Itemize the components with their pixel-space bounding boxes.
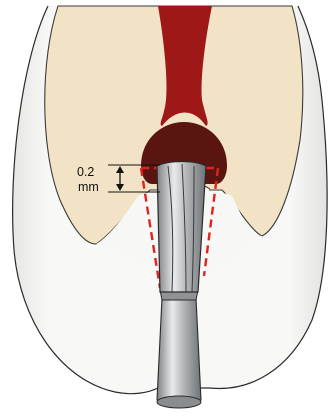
measurement-value: 0.2 <box>77 165 94 179</box>
bur-head <box>157 162 206 293</box>
measurement-unit: mm <box>78 180 99 194</box>
bur-shank-end <box>157 396 201 408</box>
dental-bur-icon <box>157 162 206 409</box>
bur-shank <box>157 298 201 405</box>
